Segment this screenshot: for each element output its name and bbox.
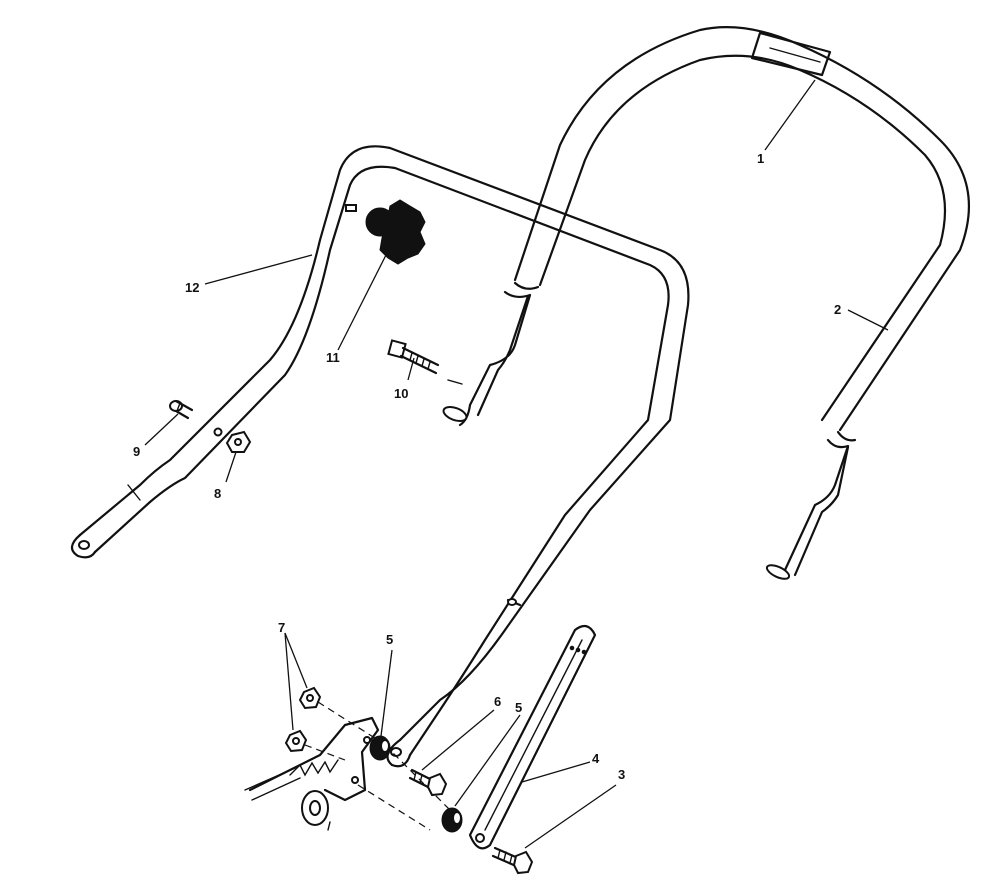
- nut-part-8: [225, 430, 252, 453]
- deck-bracket: [244, 701, 456, 831]
- callout-1: 1: [757, 151, 764, 166]
- bolt-part-10: [387, 339, 440, 375]
- upper-handle-part-1: [513, 26, 970, 432]
- spacer-part-5b: [441, 807, 463, 833]
- knob-part-11: [365, 199, 426, 265]
- callout-3: 3: [618, 767, 625, 782]
- leader-lines: [144, 79, 889, 849]
- bolt-part-3: [491, 846, 534, 875]
- nuts-part-7: [284, 686, 322, 753]
- callout-11: 11: [326, 350, 340, 365]
- callout-8: 8: [214, 486, 221, 501]
- bolt-part-6: [408, 768, 448, 797]
- spacer-part-5a: [369, 735, 391, 761]
- callout-2: 2: [834, 302, 841, 317]
- callout-6: 6: [494, 694, 501, 709]
- callout-4: 4: [592, 751, 600, 766]
- handle-side-part-2: [442, 281, 857, 580]
- callout-9: 9: [133, 444, 140, 459]
- callout-5b: 5: [515, 700, 522, 715]
- callout-12: 12: [185, 280, 199, 295]
- callout-7: 7: [278, 620, 285, 635]
- lower-handle-part-12: [70, 145, 690, 768]
- brace-part-4: [468, 624, 597, 850]
- pin-part-9: [169, 399, 194, 420]
- callout-10: 10: [394, 386, 408, 401]
- callout-labels: 1 2 3 4 5 5 6 7 8 9 10 11 12: [133, 151, 841, 782]
- callout-5a: 5: [386, 632, 393, 647]
